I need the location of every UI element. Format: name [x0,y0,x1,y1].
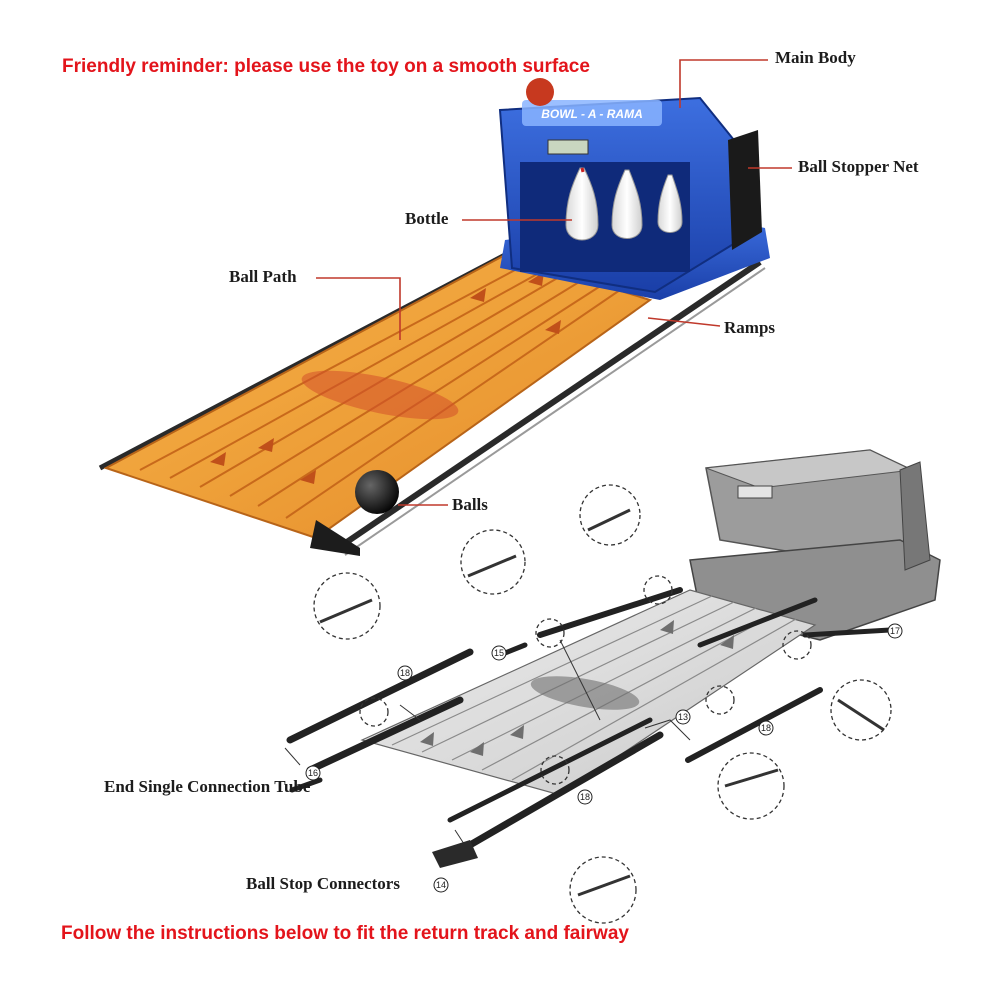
part-badge-18a: 18 [397,665,413,681]
bowling-pins [565,167,683,241]
part-badge-16: 16 [305,765,321,781]
right-rail-shadow [344,267,766,556]
gray-lane-arrows [420,620,734,756]
label-main-body: Main Body [775,48,856,67]
tube-18-bottom [466,731,664,849]
gray-score-display [737,485,773,499]
friendly-reminder-note: Friendly reminder: please use the toy on… [62,56,590,77]
lane-end-bracket [310,520,360,556]
assembly-diagram: 18 15 16 13 18 17 18 14 [284,449,941,924]
part-number-13: 13 [678,712,688,722]
part-number-18a: 18 [400,668,410,678]
part-number-badges: 18 15 16 13 18 17 18 14 [305,623,903,893]
pin-2 [611,169,643,239]
tube-16 [289,777,323,793]
ball-stop-connector-part [432,840,478,868]
part-number-15: 15 [494,648,504,658]
label-balls: Balls [452,495,488,514]
part-badge-18c: 18 [577,789,593,805]
ball-stopper-net [728,130,762,250]
assembly-guide-lines [284,639,691,851]
detail-circle-3 [313,572,381,640]
part-number-16: 16 [308,768,318,778]
pin-3 [657,174,683,233]
label-end-single-connection-tube: End Single Connection Tube [104,777,311,796]
part-badge-18b: 18 [758,720,774,736]
lane-logo-blur [301,370,459,420]
label-ramps: Ramps [724,318,776,337]
part-number-14: 14 [436,880,446,890]
part-number-18c: 18 [580,792,590,802]
detail-circle-contents [319,508,885,897]
tube-upper-center [537,587,683,638]
gray-side-panel [899,461,931,571]
color-product-photo: BOWL - A - RAMA [98,78,770,556]
pin-1 [565,167,599,241]
detail-circle-5 [717,752,785,820]
leader-lines-top [316,59,792,506]
small-detail-rings [359,575,812,785]
label-ball-stop-connectors: Ball Stop Connectors [246,874,400,893]
label-ball-path: Ball Path [229,267,297,286]
bowl-a-rama-sign: BOWL - A - RAMA [522,78,662,126]
part-number-17: 17 [890,626,900,636]
label-ball-stopper-net: Ball Stopper Net [798,157,919,176]
bowling-ball [355,470,399,514]
detail-callouts [313,484,892,924]
gray-lane-logo-blur [530,676,640,710]
label-bottle: Bottle [405,209,449,228]
detail-circle-4 [830,679,892,741]
detail-circle-6 [569,856,637,924]
detail-circle-1 [579,484,641,546]
leader-ball-path [316,277,401,340]
part-badge-17: 17 [887,623,903,639]
leader-main-body [679,59,768,108]
part-badge-15: 15 [491,645,507,661]
detail-circle-2 [460,529,526,595]
part-number-18b: 18 [761,723,771,733]
right-return-rail [336,259,762,551]
sign-text: BOWL - A - RAMA [541,107,643,121]
part-badge-13: 13 [675,709,691,725]
score-display [547,139,589,155]
tube-right-upper [697,597,818,648]
tube-bottom-inner [447,717,653,823]
instructions-note: Follow the instructions below to fit the… [61,923,629,944]
tube-17 [802,627,893,638]
tube-18-lower-left [306,696,464,774]
tube-18-right [685,687,823,763]
leader-ramps [647,317,721,327]
tube-18-upper-left [286,648,474,744]
part-badge-14: 14 [433,877,449,893]
lane-arrows [210,272,561,484]
return-tubes [286,587,893,849]
